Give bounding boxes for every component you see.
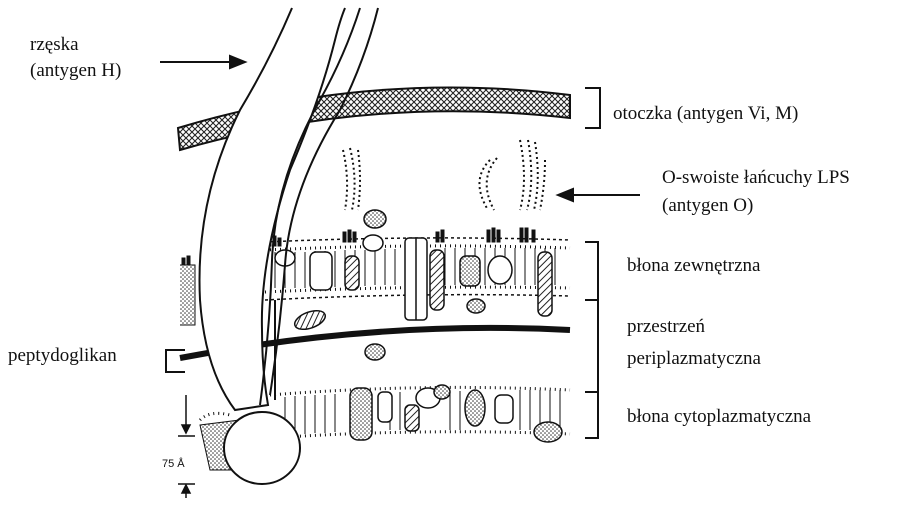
capsule-label: otoczka (antygen Vi, M) bbox=[613, 103, 798, 125]
periplasm-label-2: periplazmatyczna bbox=[627, 348, 761, 370]
cytoplasmic-membrane-label: błona cytoplazmatyczna bbox=[627, 406, 811, 428]
periplasm-label: przestrzeń bbox=[627, 316, 705, 338]
scale-bar bbox=[178, 395, 195, 498]
o-chains-label: O-swoiste łańcuchy LPS bbox=[662, 167, 850, 189]
o-antigen-label: (antygen O) bbox=[662, 195, 753, 217]
scale-label: 75 Å bbox=[162, 458, 185, 470]
o-antigen-chains bbox=[343, 140, 545, 210]
peptidoglycan-label: peptydoglikan bbox=[8, 345, 117, 367]
flagellum-antigen-label: (antygen H) bbox=[30, 60, 121, 82]
outer-membrane-label: błona zewnętrzna bbox=[627, 255, 760, 277]
flagellum-label: rzęska bbox=[30, 34, 79, 56]
